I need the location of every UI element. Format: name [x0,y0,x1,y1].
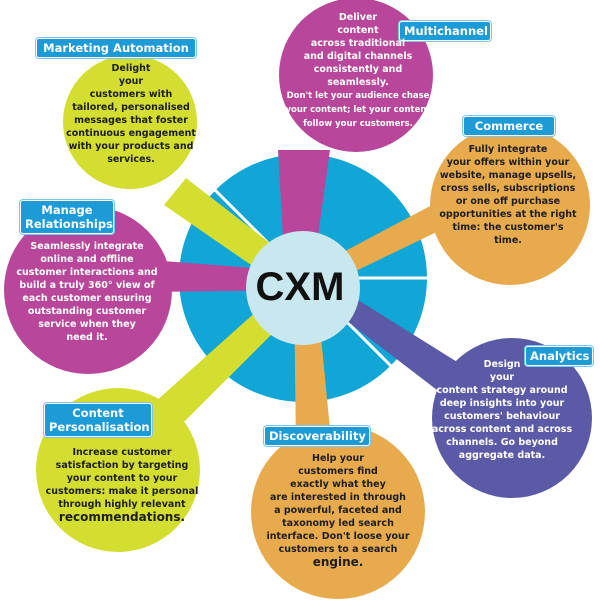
line: Design [483,359,521,370]
line: your offers within your [446,157,570,168]
label-content-personalisation: Content Personalisation [44,403,152,437]
text-discoverability: Help your customers find exactly what th… [265,452,411,570]
line: Increase customer [72,447,172,458]
line: your [489,372,515,383]
line: time. [494,235,522,246]
line: continuous engagement [66,128,196,139]
label-commerce: Commerce [463,116,555,136]
label-discoverability: Discoverability [264,426,370,446]
line: build a truly 360° view of [19,280,155,291]
line: Delight [111,63,151,74]
label-manage-relationships: Manage Relationships [20,200,114,234]
line: content strategy around [436,385,568,396]
line: channels. Go beyond [446,437,558,448]
text-marketing-automation: Delight your customers with tailored, pe… [62,62,200,166]
text-commerce: Fully integrate your offers within your … [432,143,584,247]
line: customers with [89,89,173,100]
label-analytics: Analytics [525,346,593,366]
line: with your products and [68,141,194,152]
line: engine. [312,555,364,569]
line: opportunities at the right [439,209,577,220]
line: consistently and seamlessly. [313,64,403,88]
text-manage-relationships: Seamlessly integrate online and offline … [12,240,162,344]
line: through highly relevant [58,499,186,510]
line: deep insights into your [439,398,565,409]
line: exactly what they [290,479,386,490]
line: Fully integrate [468,144,548,155]
line: your [118,76,144,87]
line: online and offline [40,254,134,265]
line: follow your customers. [303,119,413,129]
line: Seamlessly integrate [30,241,144,252]
line: taxonomy led search [282,518,394,529]
line: a powerful, faceted and [274,505,402,516]
line: or one off purchase [455,196,561,207]
line: Help your [312,453,364,464]
line: website, manage upsells, [439,170,577,181]
line: are interested in through [270,492,406,503]
label-multichannel: Multichannel [399,21,491,41]
line: customer interactions and [16,267,158,278]
line: customers find [298,466,378,477]
line: your content; let your content [285,105,431,115]
line: across traditional [310,38,406,49]
line: time: the customer's [452,222,564,233]
line: satisfaction by targeting [55,460,189,471]
text-content-personalisation: Increase customer satisfaction by target… [42,446,202,525]
line: your content to your [66,473,178,484]
line: Don't let your audience chase [286,91,430,101]
line: and digital channels [303,51,413,62]
line: services. [107,154,155,165]
line: across content and across [431,424,573,435]
line: Deliver [338,12,378,23]
hub-title: CXM [255,265,345,309]
line: service when they [38,319,136,330]
line: recommendations. [58,510,186,524]
text-analytics: Design your content strategy around deep… [428,358,576,462]
hub-circle [246,231,360,345]
line: aggregate data. [458,450,546,461]
line: interface. Don't loose your [266,531,410,542]
line: content [337,25,379,36]
line: customers to a search [278,544,398,555]
line: customers: make it personal [45,486,199,497]
line: outstanding customer [27,306,147,317]
line: tailored, personalised [72,102,190,113]
line: customers' behaviour [444,411,560,422]
line: need it. [66,332,108,343]
line: each customer ensuring [22,293,152,304]
line: cross sells, subscriptions [440,183,576,194]
text-multichannel: Deliver content across traditional and d… [283,11,433,131]
label-marketing-automation: Marketing Automation [36,38,196,58]
line: messages that foster [74,115,188,126]
